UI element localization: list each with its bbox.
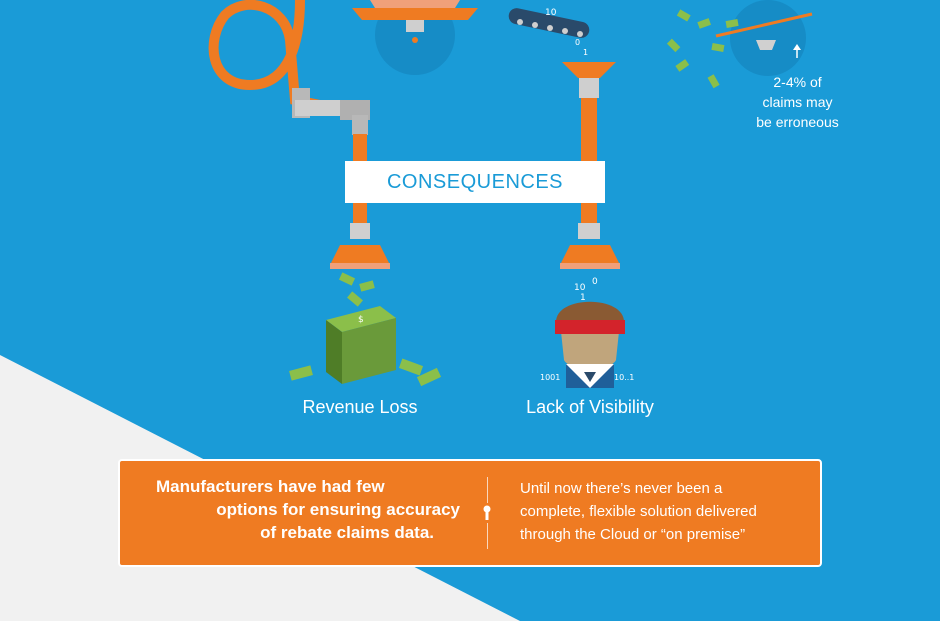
right-vertical-pipe bbox=[562, 62, 616, 162]
svg-text:$: $ bbox=[358, 315, 364, 325]
svg-text:1: 1 bbox=[580, 293, 586, 303]
stat-line-1: 2-4% of bbox=[773, 74, 822, 90]
consequences-heading: CONSEQUENCES bbox=[386, 170, 564, 193]
lower-pipes bbox=[330, 203, 620, 269]
lack-of-visibility-label: Lack of Visibility bbox=[526, 397, 654, 417]
banner-right-line-2: complete, flexible solution delivered bbox=[520, 503, 757, 520]
banner-left-line-1: Manufacturers have had few bbox=[156, 477, 385, 496]
erroneous-claims-stat: 2-4% of claims may be erroneous bbox=[740, 72, 855, 132]
stat-line-2: claims may bbox=[762, 94, 833, 110]
banner-left-line-2: options for ensuring accuracy bbox=[216, 500, 460, 519]
svg-text:0: 0 bbox=[592, 277, 598, 287]
data-conveyor-illustration: 10 0 1 bbox=[508, 8, 590, 57]
banner-right-line-3: through the Cloud or “on premise” bbox=[520, 526, 746, 543]
stat-line-3: be erroneous bbox=[756, 114, 839, 130]
looping-hose-illustration bbox=[208, 0, 370, 162]
svg-text:10: 10 bbox=[545, 8, 557, 18]
svg-text:0: 0 bbox=[575, 38, 580, 47]
svg-text:10: 10 bbox=[574, 283, 586, 293]
consequences-heading-box: CONSEQUENCES bbox=[345, 161, 605, 203]
svg-text:1: 1 bbox=[583, 48, 588, 57]
keyhole-icon bbox=[479, 503, 495, 523]
revenue-loss-label: Revenue Loss bbox=[302, 397, 418, 417]
svg-text:1001: 1001 bbox=[540, 373, 560, 382]
money-scale-illustration bbox=[666, 0, 813, 89]
banner-left-text: Manufacturers have had few options for e… bbox=[140, 475, 460, 544]
blindfolded-man-illustration: 10 0 1 1001 10..1 bbox=[540, 277, 634, 388]
top-funnel-illustration bbox=[352, 0, 478, 75]
banner-right-text: Until now there’s never been a complete,… bbox=[520, 477, 810, 546]
summary-banner: Manufacturers have had few options for e… bbox=[118, 459, 822, 567]
banner-left-line-3: of rebate claims data. bbox=[260, 523, 434, 542]
banner-right-line-1: Until now there’s never been a bbox=[520, 480, 723, 497]
money-box-illustration: $ bbox=[289, 272, 442, 387]
svg-text:10..1: 10..1 bbox=[614, 373, 634, 382]
